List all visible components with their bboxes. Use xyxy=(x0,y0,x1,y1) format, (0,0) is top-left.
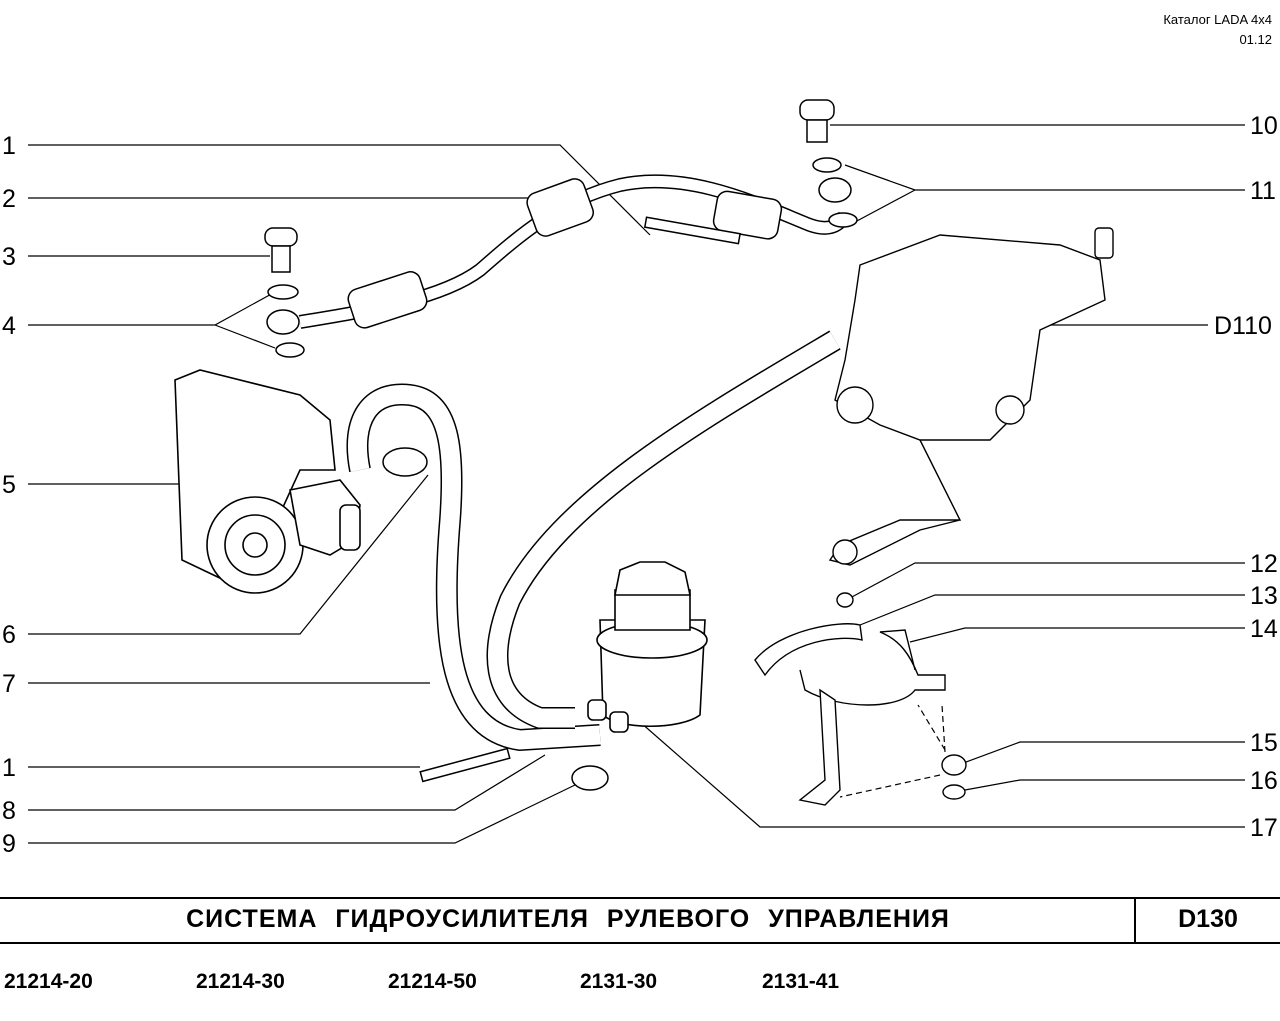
frame-top-line xyxy=(0,897,1280,899)
callout-9: 9 xyxy=(2,830,16,858)
leader-line xyxy=(964,779,1245,791)
callout-7: 7 xyxy=(2,670,16,698)
hose-ferrules xyxy=(347,178,783,329)
callout-1-lower: 1 xyxy=(2,754,16,782)
callout-17: 17 xyxy=(1250,814,1278,842)
assembly-arrows xyxy=(839,704,946,798)
callout-4: 4 xyxy=(2,312,16,340)
model-code: 2131-30 xyxy=(580,970,658,993)
callout-2: 2 xyxy=(2,185,16,213)
callout-d110: D110 xyxy=(1214,312,1272,340)
banjo-bolt-left xyxy=(264,227,305,358)
callout-12: 12 xyxy=(1250,550,1278,578)
oil-reservoir xyxy=(587,561,708,733)
callout-10: 10 xyxy=(1250,112,1278,140)
reservoir-bracket xyxy=(754,592,967,806)
leader-line xyxy=(957,741,1245,766)
leader-line xyxy=(28,754,546,811)
leader-line xyxy=(844,164,1245,223)
parts-diagram: 1 2 3 4 5 6 7 1 8 9 10 11 D110 12 13 14 … xyxy=(2,99,1278,858)
model-code: 21214-20 xyxy=(4,970,93,993)
callout-5: 5 xyxy=(2,471,16,499)
leader-line xyxy=(859,594,1245,626)
model-list: 21214-20 21214-30 21214-50 2131-30 2131-… xyxy=(0,970,1280,1000)
frame-divider xyxy=(1134,897,1136,944)
leader-line xyxy=(909,627,1245,643)
leader-line xyxy=(28,474,429,635)
catalog-label: Каталог LADA 4x4 xyxy=(1163,12,1272,27)
page-title: СИСТЕМА ГИДРОУСИЛИТЕЛЯ РУЛЕВОГО УПРАВЛЕН… xyxy=(186,905,950,933)
callout-16: 16 xyxy=(1250,767,1278,795)
callout-8: 8 xyxy=(2,797,16,825)
callout-14: 14 xyxy=(1250,615,1278,643)
section-code: D130 xyxy=(1178,905,1238,933)
leader-line xyxy=(639,721,1245,828)
model-code: 2131-41 xyxy=(762,970,840,993)
leader-line xyxy=(28,291,276,349)
steering-gear xyxy=(828,227,1114,566)
callout-13: 13 xyxy=(1250,582,1278,610)
model-code: 21214-30 xyxy=(196,970,285,993)
callout-1: 1 xyxy=(2,132,16,160)
power-steering-pump xyxy=(174,369,361,594)
return-hose xyxy=(346,330,841,752)
model-code: 21214-50 xyxy=(388,970,477,993)
frame-bottom-line xyxy=(0,942,1280,944)
banjo-bolt-right xyxy=(799,99,858,228)
callout-3: 3 xyxy=(2,243,16,271)
leader-line xyxy=(28,784,576,844)
catalog-date: 01.12 xyxy=(1239,32,1272,47)
leader-line xyxy=(28,144,651,236)
hose-clamps xyxy=(382,216,741,791)
callout-11: 11 xyxy=(1250,177,1276,205)
callout-6: 6 xyxy=(2,621,16,649)
callout-15: 15 xyxy=(1250,729,1278,757)
leader-line xyxy=(849,562,1245,599)
